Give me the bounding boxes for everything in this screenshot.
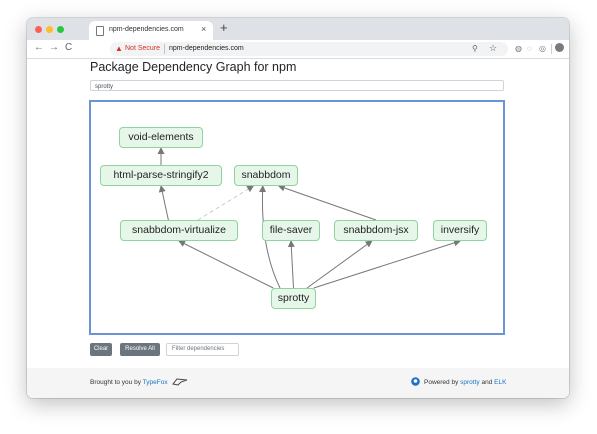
reload-button[interactable]: C (65, 42, 73, 53)
extension-icon[interactable]: ◍ (515, 44, 522, 53)
graph-edge-sprotty-to-snabbdom-jsx (306, 240, 373, 289)
profile-icon[interactable] (555, 43, 564, 52)
graph-edge-snabbdom-virtualize-to-snabbdom (197, 185, 255, 221)
browser-tab[interactable]: npm-dependencies.com × (89, 21, 213, 40)
graph-edge-snabbdom-jsx-to-snabbdom (277, 184, 377, 221)
graph-node-html-parse-stringify2[interactable]: html-parse-stringify2 (100, 165, 222, 186)
elk-link[interactable]: ELK (494, 379, 507, 386)
footer-brought-prefix: Brought to you by (90, 379, 141, 386)
github-icon[interactable] (411, 377, 420, 386)
graph-node-snabbdom[interactable]: snabbdom (234, 165, 298, 186)
graph-node-snabbdom-jsx[interactable]: snabbdom-jsx (334, 220, 418, 241)
graph-node-snabbdom-virtualize[interactable]: snabbdom-virtualize (120, 220, 238, 241)
minimize-window-button[interactable] (46, 26, 53, 33)
typefox-logo-icon (172, 378, 188, 386)
warning-icon: ▲ (115, 44, 123, 53)
star-icon[interactable]: ☆ (489, 43, 498, 53)
search-input[interactable]: sprotty (90, 80, 504, 91)
graph-edges (157, 147, 461, 289)
tab-bar: npm-dependencies.com × + (27, 18, 569, 40)
graph-edge-sprotty-to-snabbdom (259, 185, 281, 289)
graph-edge-sprotty-to-inversify (313, 239, 461, 289)
graph-node-file-saver[interactable]: file-saver (262, 220, 320, 241)
close-window-button[interactable] (35, 26, 42, 33)
graph-node-void-elements[interactable]: void-elements (119, 127, 203, 148)
sprotty-link[interactable]: sprotty (460, 379, 480, 386)
menu-icon[interactable]: ⋮ (567, 44, 569, 53)
footer-credit: Brought to you by TypeFox (90, 379, 168, 386)
graph-edge-snabbdom-virtualize-to-html-parse-stringify2 (158, 185, 169, 221)
page-title: Package Dependency Graph for npm (90, 60, 297, 74)
graph-node-sprotty[interactable]: sprotty (271, 288, 316, 309)
filter-input[interactable]: Filter dependencies (166, 343, 239, 356)
new-tab-button[interactable]: + (220, 20, 228, 35)
security-indicator[interactable]: Not Secure (125, 45, 161, 52)
page-icon (96, 26, 104, 36)
typefox-link[interactable]: TypeFox (142, 379, 168, 386)
footer-and: and (481, 379, 493, 386)
toolbar-divider (551, 44, 552, 54)
back-button[interactable]: ← (34, 42, 44, 53)
clear-button[interactable]: Clear (90, 343, 112, 356)
tab-close-icon[interactable]: × (201, 24, 207, 34)
extension-icon-3[interactable]: ◎ (539, 44, 546, 53)
footer-powered: Powered by sprotty and ELK (424, 379, 506, 386)
extension-icon-2[interactable]: ◌ (527, 44, 532, 53)
graph-node-inversify[interactable]: inversify (433, 220, 487, 241)
address-bar[interactable]: ▲ Not Secure npm-dependencies.com ⚲ ☆ (110, 42, 508, 56)
page-content: Package Dependency Graph for npm sprotty… (27, 59, 569, 398)
graph-edge-sprotty-to-snabbdom-virtualize (178, 240, 274, 289)
forward-button[interactable]: → (49, 42, 59, 53)
url-text[interactable]: npm-dependencies.com (169, 45, 244, 52)
dependency-graph[interactable]: void-elements html-parse-stringify2 snabbd… (89, 100, 505, 335)
footer: Brought to you by TypeFox Powered by spr… (27, 368, 569, 398)
zoom-icon[interactable]: ⚲ (472, 44, 478, 53)
maximize-window-button[interactable] (57, 26, 64, 33)
resolve-all-button[interactable]: Resolve All (120, 343, 160, 356)
footer-powered-prefix: Powered by (424, 379, 459, 386)
tab-title: npm-dependencies.com (109, 26, 184, 33)
browser-window: npm-dependencies.com × + ← → C ▲ Not Sec… (27, 18, 569, 398)
url-separator (164, 44, 165, 54)
graph-edge-sprotty-to-file-saver (287, 240, 295, 289)
